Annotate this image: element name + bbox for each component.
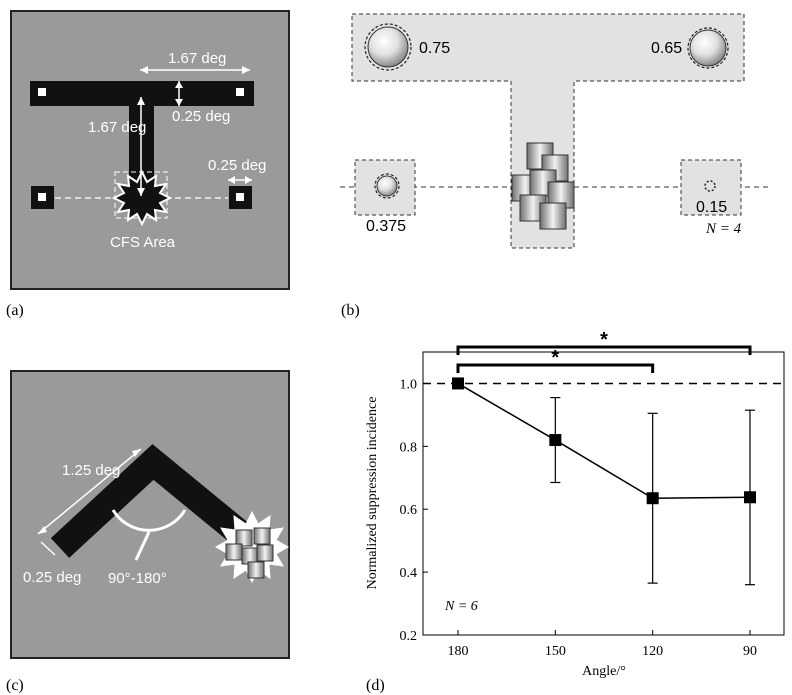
panel-d-chart: 0.2 0.4 0.6 0.8 1.0 180 150 120 90 * * Normalized … <box>365 329 785 679</box>
data-point <box>549 434 562 447</box>
y-tick-label: 0.2 <box>400 629 418 644</box>
panel-label-a: (a) <box>6 302 24 319</box>
significance-star: * <box>600 329 608 351</box>
size-label-top-right: 0.65 <box>651 40 682 57</box>
label-vertical-length: 1.67 deg <box>88 119 146 136</box>
x-tick-label: 150 <box>545 644 566 659</box>
y-tick-label: 0.4 <box>400 566 418 581</box>
label-arm-width: 0.25 deg <box>23 569 81 586</box>
y-tick-label: 0.6 <box>400 503 418 518</box>
t-region-outline <box>351 13 745 249</box>
angle-stimulus-bar <box>50 444 257 558</box>
panel-c-background <box>10 370 290 659</box>
cfs-patch-stack-c <box>225 527 274 579</box>
significance-star: * <box>551 347 559 369</box>
size-label-top-left: 0.75 <box>419 40 450 57</box>
label-marker-size: 0.25 deg <box>208 157 266 174</box>
size-label-bottom-left: 0.375 <box>366 218 406 235</box>
cfs-patch-stack <box>511 142 575 230</box>
significance-bracket <box>456 363 655 373</box>
cfs-starburst-icon-c <box>215 510 289 584</box>
chart-n-annotation: N = 6 <box>444 599 478 614</box>
significance-bracket <box>456 345 752 355</box>
label-angle-range: 90°-180° <box>108 570 167 587</box>
fixation-marker-left <box>38 88 46 96</box>
dim-arrow-arm-width <box>40 541 56 556</box>
label-horizontal-length: 1.67 deg <box>168 50 226 67</box>
dim-arrow-arm-length <box>37 448 142 535</box>
label-arm-length: 1.25 deg <box>62 462 120 479</box>
sphere-top-right <box>689 29 727 67</box>
cfs-starburst-icon <box>111 169 173 227</box>
panel-label-b: (b) <box>341 302 360 319</box>
x-axis-label: Angle/° <box>582 664 626 679</box>
y-axis-label: Normalized suppression incidence <box>365 397 380 590</box>
label-bar-width: 0.25 deg <box>172 108 230 125</box>
panel-label-c: (c) <box>6 677 24 694</box>
angle-pointer <box>134 531 151 561</box>
angle-arc <box>111 509 187 532</box>
panel-b: 0.75 0.65 0.375 0.15 N = 4 <box>340 13 768 249</box>
sphere-bottom-left <box>376 175 398 197</box>
data-point <box>452 377 464 390</box>
x-tick-label: 180 <box>448 644 469 659</box>
right-flanker-region <box>680 159 742 216</box>
data-point <box>744 491 756 504</box>
x-tick-label: 90 <box>743 644 757 659</box>
fixation-marker-right <box>236 88 244 96</box>
n-label: N = 4 <box>705 221 742 237</box>
data-point <box>646 492 659 505</box>
sphere-top-left <box>367 26 409 68</box>
panel-a: 1.67 deg 0.25 deg 1.67 deg 0.25 deg CFS … <box>10 10 290 290</box>
panel-c: 1.25 deg 0.25 deg 90°-180° <box>10 370 290 659</box>
size-label-bottom-right: 0.15 <box>696 199 727 216</box>
sphere-bottom-right <box>704 180 716 192</box>
panel-label-d: (d) <box>366 677 385 694</box>
chart-marks: 0.2 0.4 0.6 0.8 1.0 180 150 120 90 * * <box>400 329 784 659</box>
label-cfs-area: CFS Area <box>110 234 176 251</box>
x-tick-label: 120 <box>642 644 663 659</box>
series-line <box>457 382 751 499</box>
y-tick-label: 0.8 <box>400 440 418 455</box>
y-tick-label: 1.0 <box>400 377 418 392</box>
plot-frame <box>422 351 785 636</box>
